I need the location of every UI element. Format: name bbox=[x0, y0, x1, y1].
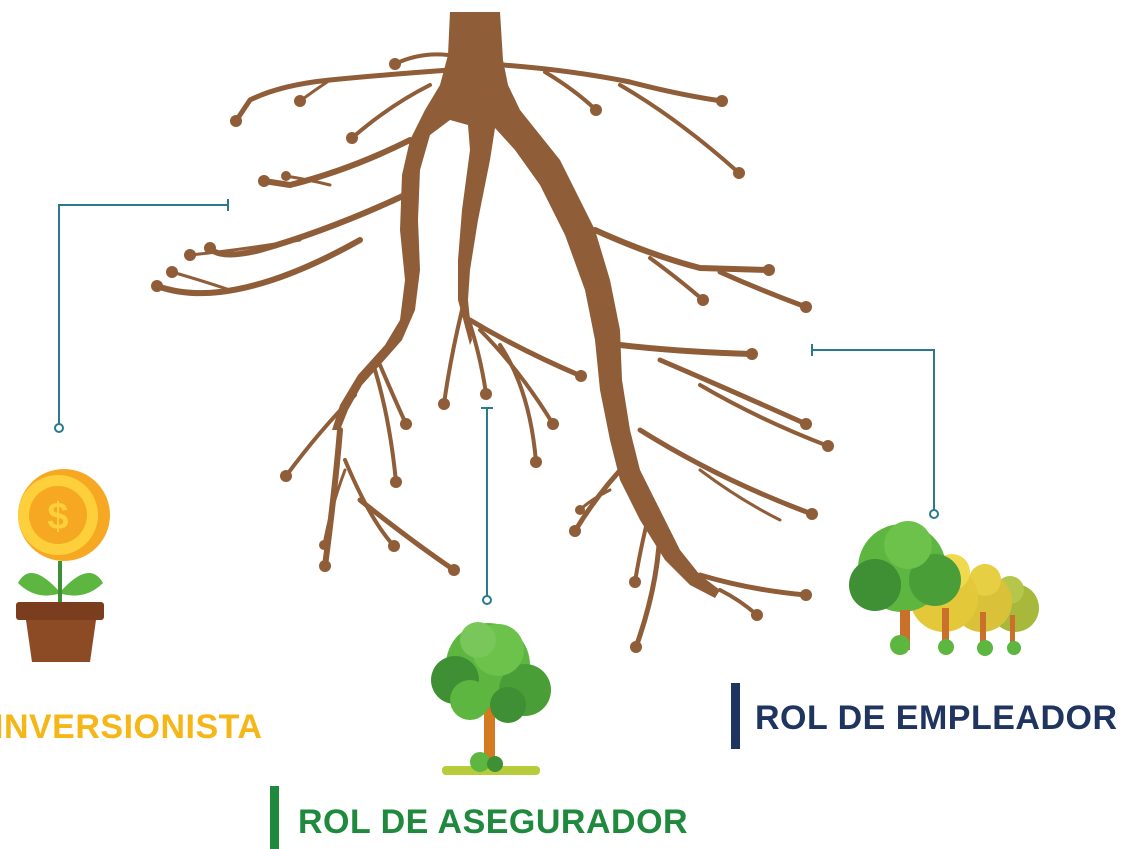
label-empleador: ROL DE EMPLEADOR bbox=[755, 699, 1118, 737]
tree-roots-icon bbox=[151, 12, 834, 653]
connector-inversionista bbox=[54, 199, 229, 433]
money-plant-pot-icon: $ bbox=[16, 469, 110, 662]
accent-bar-empleador bbox=[731, 683, 740, 749]
forest-trees-icon bbox=[849, 521, 1039, 656]
label-asegurador: ROL DE ASEGURADOR bbox=[298, 803, 689, 841]
connector-empleador bbox=[811, 344, 939, 519]
connector-asegurador bbox=[481, 407, 493, 605]
dollar-sign-icon: $ bbox=[47, 496, 68, 538]
tree-icon bbox=[431, 622, 551, 775]
accent-bar-asegurador bbox=[270, 786, 279, 849]
label-inversionista: INVERSIONISTA bbox=[0, 708, 263, 746]
